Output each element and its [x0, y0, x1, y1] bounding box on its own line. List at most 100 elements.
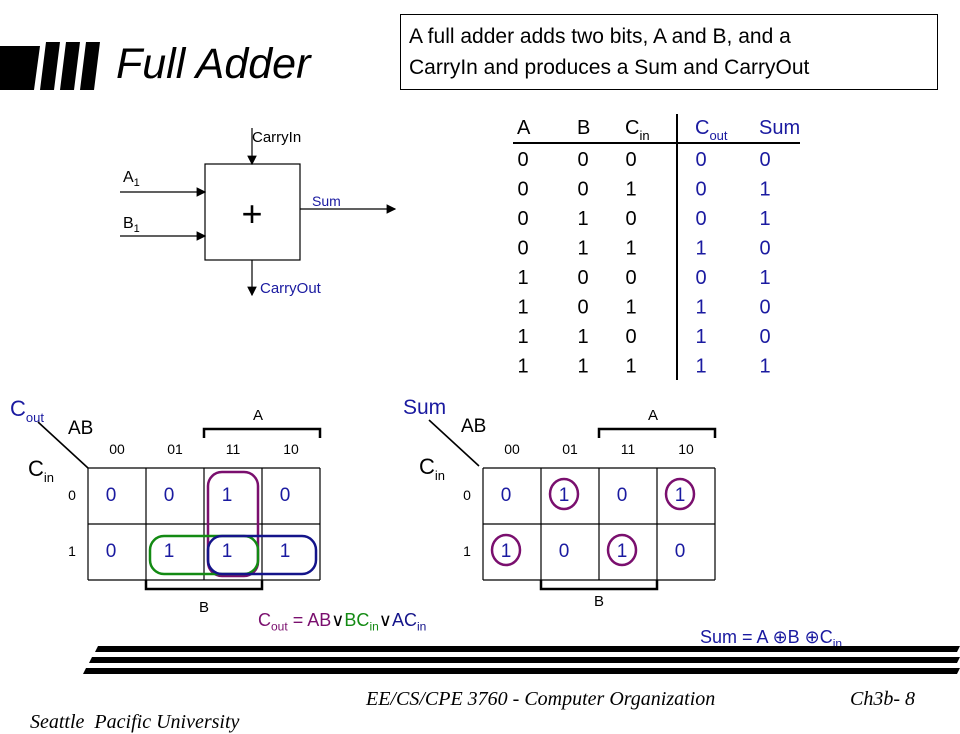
kmap_cout-cell: 0 — [280, 485, 291, 506]
truth-table-cell: 1 — [759, 267, 770, 289]
kmap_sum-circle — [664, 477, 696, 511]
xor-symbol-1: ⊕ — [772, 627, 788, 647]
truth-table-cell: 1 — [695, 326, 706, 348]
truth-table-cell: 0 — [517, 238, 528, 260]
truth-table-cell: 0 — [625, 208, 636, 230]
kmap-cout-span-b-bracket — [144, 580, 264, 591]
truth-table-cell: 0 — [759, 297, 770, 319]
truth-table-header-4: Sum — [759, 117, 800, 139]
kmap_sum-col-header: 00 — [504, 441, 520, 457]
kmap_cout-cell: 0 — [106, 541, 117, 562]
kmap_cout-row-header: 1 — [68, 543, 76, 559]
carry-out-label: CarryOut — [260, 280, 322, 297]
truth-table-cell: 1 — [517, 297, 528, 319]
sum-equation: Sum = A ⊕B ⊕Cin — [700, 627, 843, 651]
truth-table-header-1: B — [577, 117, 590, 139]
truth-table-cell: 1 — [577, 356, 588, 378]
slide-title: Full Adder — [116, 40, 311, 88]
truth-table-header-0: A — [517, 117, 531, 139]
title-bars — [0, 42, 100, 90]
cout-eq-term-bcin: BCin — [344, 610, 379, 634]
footer-course: EE/CS/CPE 3760 - Computer Organization — [366, 688, 716, 710]
kmap_cout-cell: 1 — [280, 541, 291, 562]
kmap_cout-cell: 1 — [164, 541, 175, 562]
footer-university-rest: eattle Pacific University — [40, 711, 240, 733]
kmap_sum-cell: 1 — [501, 541, 512, 562]
adder-plus: + — [241, 193, 262, 234]
truth-table-cell: 1 — [577, 208, 588, 230]
kmap_sum-circle — [490, 533, 522, 567]
kmap-cout-col-var: AB — [68, 418, 93, 439]
kmap_sum-circle — [548, 477, 580, 511]
kmap-sum-span-b-bracket — [539, 580, 659, 591]
truth-table-cell: 1 — [577, 326, 588, 348]
truth-table-cell: 1 — [759, 208, 770, 230]
truth-table-cell: 0 — [695, 179, 706, 201]
footer-university: Seattle Pacific University — [20, 688, 239, 734]
truth-table-cell: 0 — [695, 208, 706, 230]
truth-table-cell: 0 — [517, 208, 528, 230]
kmap_cout-cell: 0 — [106, 485, 117, 506]
kmap-cout-span-a-bracket — [202, 427, 322, 438]
footer-university-initial: S — [30, 711, 40, 733]
kmap_sum-cell: 1 — [559, 485, 570, 506]
truth-table-cell: 0 — [625, 149, 636, 171]
kmap-sum-span-a-bracket — [597, 427, 717, 438]
callout-box: A full adder adds two bits, A and B, and… — [400, 14, 938, 90]
truth-table-cell: 1 — [625, 297, 636, 319]
or-symbol-1: ∨ — [331, 610, 345, 630]
callout-line-2: CarryIn and produces a Sum and CarryOut — [409, 56, 810, 79]
kmap_cout-cell: 1 — [222, 541, 233, 562]
kmap_cout-col-header: 10 — [283, 441, 299, 457]
truth-table-cell: 0 — [695, 267, 706, 289]
kmap-cout-name: Cout — [10, 396, 44, 425]
footer-page: Ch3b- 8 — [850, 688, 915, 710]
kmap_sum-cell: 1 — [617, 541, 628, 562]
kmap_cout-col-header: 11 — [226, 441, 241, 457]
or-symbol-2: ∨ — [378, 610, 392, 630]
cout-eq-term-ab: AB — [307, 610, 332, 630]
sum-label: Sum — [312, 193, 341, 209]
truth-table-cell: 0 — [759, 149, 770, 171]
truth-table-cell: 1 — [695, 238, 706, 260]
truth-table-cell: 1 — [625, 356, 636, 378]
truth-table-cell: 0 — [577, 179, 588, 201]
cout-eq-term-acin: ACin — [391, 610, 427, 634]
carry-in-label: CarryIn — [252, 129, 301, 146]
kmap_sum-col-header: 11 — [621, 441, 636, 457]
truth-table-cell: 0 — [625, 326, 636, 348]
adder-box — [204, 163, 301, 261]
truth-table-cell: 1 — [517, 267, 528, 289]
truth-table-cell: 0 — [517, 149, 528, 171]
kmap_cout-col-header: 00 — [109, 441, 125, 457]
kmap-sum-span-a: A — [648, 407, 658, 424]
truth-table-cell: 1 — [517, 326, 528, 348]
kmap_sum-cell: 0 — [617, 485, 628, 506]
truth-table-cell: 1 — [577, 238, 588, 260]
truth-table-cell: 1 — [759, 356, 770, 378]
kmap_sum-circle — [606, 533, 638, 567]
truth-table-cell: 1 — [517, 356, 528, 378]
kmap_cout-col-header: 01 — [167, 441, 183, 457]
truth-table-cell: 1 — [625, 179, 636, 201]
kmap_sum-row-header: 0 — [463, 487, 471, 503]
truth-table-cell: 1 — [625, 238, 636, 260]
kmap-cout-span-a: A — [253, 407, 263, 424]
truth-table-cell: 0 — [695, 149, 706, 171]
cout-equation: Cout = AB∨BCin∨ACin — [258, 610, 426, 634]
input-a-label: A1 — [123, 169, 140, 189]
kmap_sum-cell: 0 — [559, 541, 570, 562]
kmap_sum-col-header: 10 — [678, 441, 694, 457]
kmap_cout-group-0 — [206, 470, 260, 578]
kmap-sum-row-var: Cin — [419, 454, 445, 483]
cout-eq-lhs: Cout = — [258, 610, 308, 634]
truth-table-cell: 0 — [577, 297, 588, 319]
kmap_cout-row-header: 0 — [68, 487, 76, 503]
kmap_cout-group-1 — [148, 534, 260, 576]
truth-table-cell: 0 — [759, 238, 770, 260]
kmap_sum-cell: 0 — [501, 485, 512, 506]
truth-table-cell: 0 — [517, 179, 528, 201]
